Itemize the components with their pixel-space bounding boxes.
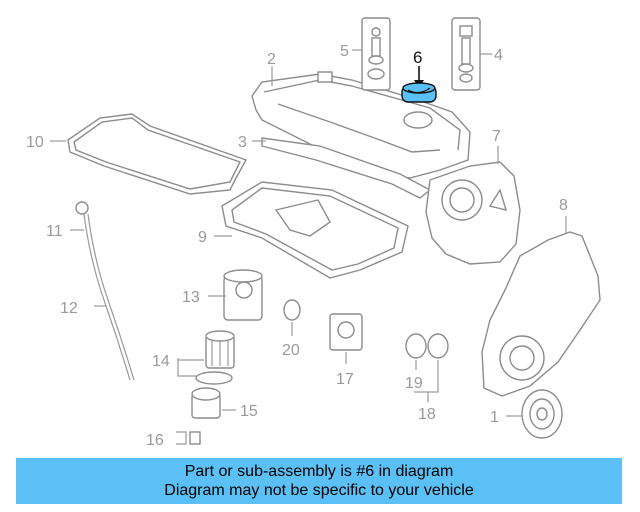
callout-11: 11 [46, 223, 63, 240]
callout-4: 4 [494, 47, 503, 64]
part-15-filter-cap [191, 387, 236, 419]
callout-18: 18 [418, 406, 436, 423]
part-16-sensor [176, 431, 201, 445]
callout-15: 15 [240, 403, 258, 420]
callout-20: 20 [282, 342, 300, 359]
part-3-cover-gasket [252, 137, 432, 199]
part-4-bolt-assembly [451, 17, 492, 91]
callout-17: 17 [336, 371, 354, 388]
part-10-gasket [50, 113, 248, 195]
part-1-pulley [506, 389, 563, 439]
info-banner: Part or sub-assembly is #6 in diagram Di… [16, 458, 622, 504]
part-9-oil-pan [214, 181, 409, 279]
callout-5: 5 [340, 43, 349, 60]
callout-9: 9 [198, 229, 207, 246]
part-8-lower-timing-cover [481, 216, 601, 397]
part-19-seal [405, 333, 427, 370]
callout-10: 10 [26, 134, 44, 151]
part-17-bracket [329, 313, 363, 364]
part-5-bolt-assembly [352, 17, 391, 91]
callout-3: 3 [238, 134, 247, 151]
part-11-dipstick-handle [70, 201, 89, 231]
part-13-filter-housing [208, 269, 263, 321]
part-6-oil-filler-cap[interactable] [401, 66, 437, 103]
part-14-oil-filter [177, 330, 235, 385]
callout-14: 14 [152, 353, 170, 370]
callout-12: 12 [60, 300, 78, 317]
callout-2: 2 [267, 51, 276, 68]
callout-16: 16 [146, 432, 164, 449]
part-20-o-ring [283, 299, 301, 336]
callout-6: 6 [413, 48, 422, 67]
banner-line-1: Part or sub-assembly is #6 in diagram [184, 463, 454, 480]
banner-line-2: Diagram may not be specific to your vehi… [164, 482, 474, 499]
callout-1: 1 [490, 409, 499, 426]
callout-8: 8 [559, 197, 568, 214]
part-12-dipstick-tube [83, 213, 135, 381]
parts-diagram: 10 2 3 5 6 4 7 8 9 11 12 13 20 17 14 19 … [26, 17, 601, 449]
callout-7: 7 [492, 128, 501, 145]
part-7-timing-cover [425, 146, 521, 265]
callout-13: 13 [182, 289, 200, 306]
part-18-seal-group [414, 333, 449, 402]
callout-19: 19 [405, 375, 423, 392]
